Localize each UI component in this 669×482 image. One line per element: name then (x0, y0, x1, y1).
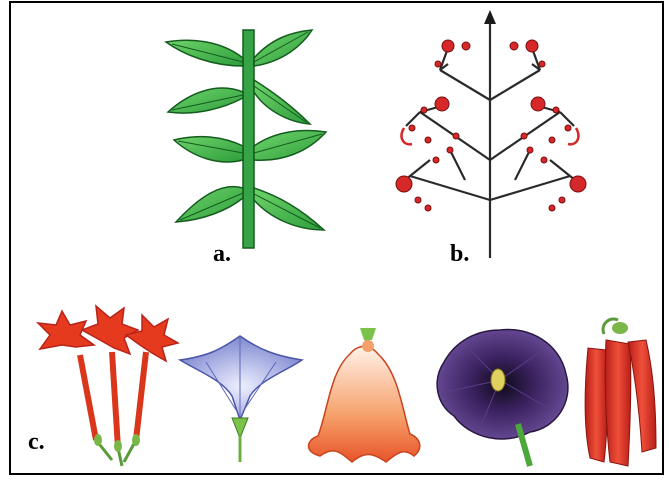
inflorescence-diagram-icon (400, 10, 580, 258)
bell-flower-icon (309, 328, 420, 462)
label-b: b. (450, 242, 469, 266)
funnel-flower-icon (180, 336, 302, 462)
label-a: a. (213, 242, 231, 266)
tubular-flower-icon (585, 319, 656, 466)
opposite-leaf-stem-icon (166, 30, 326, 248)
rotate-flower-icon (437, 329, 568, 466)
salverform-flower-icon (38, 306, 178, 466)
label-c: c. (28, 430, 45, 454)
